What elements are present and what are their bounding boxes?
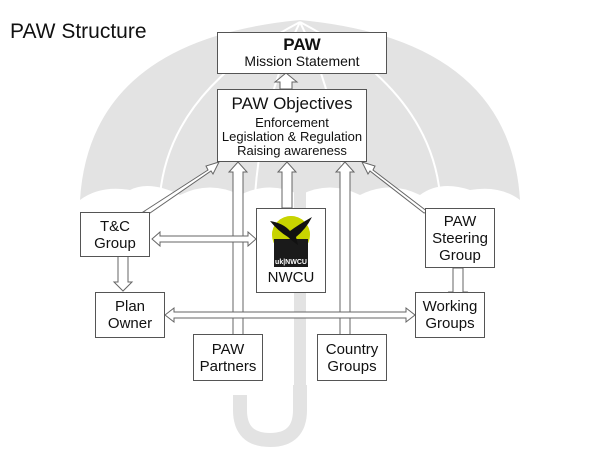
tc-line2: Group	[94, 234, 136, 252]
node-working-groups: Working Groups	[415, 292, 485, 338]
objectives-heading: PAW Objectives	[231, 93, 353, 113]
working-line2: Groups	[425, 315, 475, 332]
node-paw-partners: PAW Partners	[193, 334, 263, 381]
country-line1: Country	[325, 340, 379, 358]
country-line2: Groups	[327, 357, 377, 375]
planowner-line1: Plan	[114, 298, 146, 315]
objective-item: Enforcement	[255, 114, 329, 130]
tc-line1: T&C	[100, 217, 130, 235]
objective-item: Legislation & Regulation	[221, 128, 363, 144]
mission-subtitle: Mission Statement	[244, 53, 360, 69]
page-title: PAW Structure	[10, 20, 147, 43]
node-objectives: PAW Objectives Enforcement Legislation &…	[217, 89, 367, 162]
node-mission-statement: PAW Mission Statement	[217, 32, 387, 74]
planowner-line2: Owner	[107, 315, 153, 332]
steering-line3: Group	[439, 246, 481, 264]
objective-item: Raising awareness	[237, 142, 347, 158]
node-country-groups: Country Groups	[317, 334, 387, 381]
nwcu-label: NWCU	[267, 269, 315, 286]
partners-line2: Partners	[199, 357, 257, 375]
partners-line1: PAW	[211, 340, 245, 358]
umbrella-handle	[233, 385, 307, 448]
steering-line1: PAW	[443, 212, 477, 230]
node-plan-owner: Plan Owner	[95, 292, 165, 338]
node-tc-group: T&C Group	[80, 212, 150, 257]
node-nwcu: uk|NWCU NWCU	[256, 208, 326, 293]
node-steering-group: PAW Steering Group	[425, 208, 495, 268]
nwcu-logo-text: uk|NWCU	[275, 259, 307, 266]
mission-title: PAW	[283, 35, 321, 54]
steering-line2: Steering	[432, 229, 488, 247]
working-line1: Working	[422, 298, 478, 315]
nwcu-logo-icon: uk|NWCU	[270, 216, 312, 267]
